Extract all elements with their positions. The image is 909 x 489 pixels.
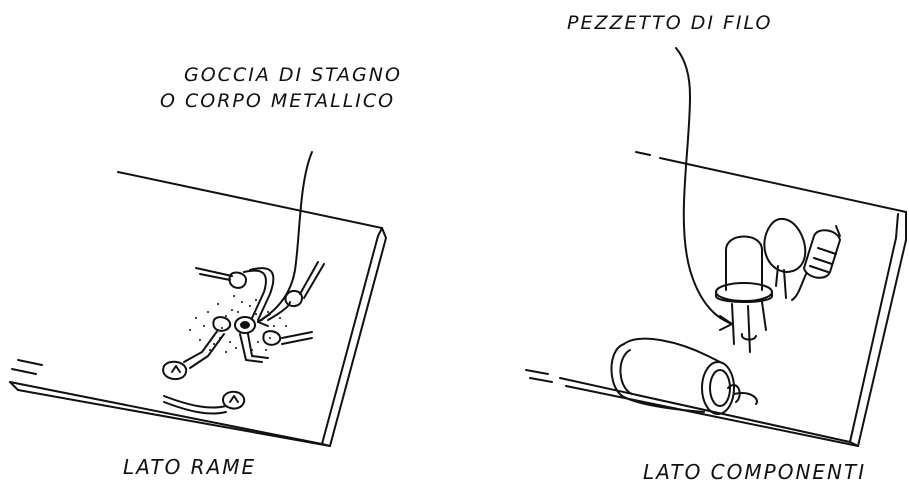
right-callout: PEZZETTO DI FILO xyxy=(567,12,773,34)
left-callout-line1: GOCCIA DI STAGNO xyxy=(184,64,402,86)
solder-spatter-dots xyxy=(189,295,287,353)
right-pcb-board xyxy=(526,152,906,446)
left-callout-leader xyxy=(258,152,312,326)
left-pcb-board xyxy=(10,172,386,446)
transistor xyxy=(716,237,772,353)
copper-tracks xyxy=(163,262,324,414)
left-callout-line2: O CORPO METALLICO xyxy=(160,90,396,112)
resistor xyxy=(792,226,840,300)
electrolytic-capacitor xyxy=(611,339,757,414)
ceramic-capacitor xyxy=(764,219,805,298)
right-callout-leader xyxy=(676,48,732,330)
left-caption: LATO RAME xyxy=(123,455,257,479)
right-caption: LATO COMPONENTI xyxy=(643,460,867,484)
